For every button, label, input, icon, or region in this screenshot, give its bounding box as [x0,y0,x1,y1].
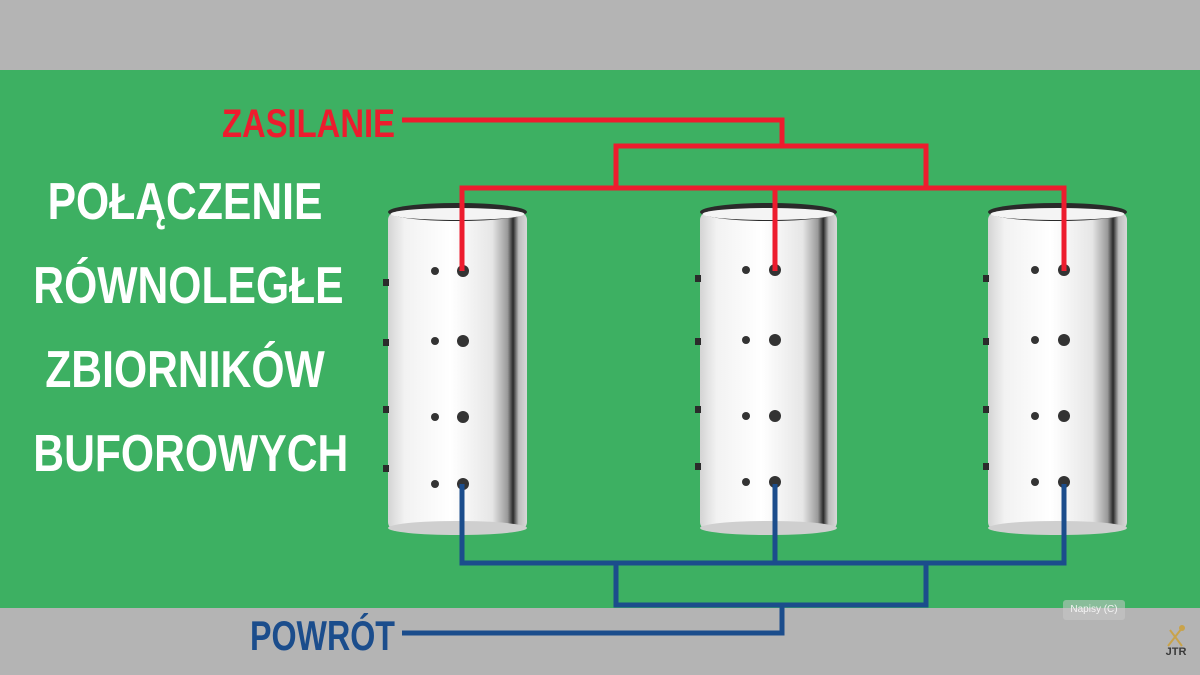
logo-text: JTR [1166,646,1187,658]
return-collection-loop [613,563,929,608]
supply-distribution-loop [613,143,929,188]
buffer-tank-3 [983,203,1127,535]
captions-button[interactable]: Napisy (C) [1063,600,1125,620]
supply-label: ZASILANIE [222,102,395,146]
title-line-1: POŁĄCZENIE [47,173,323,231]
title-line-2: RÓWNOLEGŁE [33,257,344,315]
channel-logo: JTR [1166,625,1187,658]
supply-piping [402,117,1067,271]
return-header-line [459,484,1067,566]
return-main-line [402,605,785,636]
title-line-3: ZBIORNIKÓW [45,341,325,399]
diagram-title: POŁĄCZENIE RÓWNOLEGŁE ZBIORNIKÓW BUFOROW… [33,160,349,496]
return-label: POWRÓT [250,611,395,659]
buffer-tank-2 [695,203,837,535]
logo-icon [1167,625,1185,647]
supply-header-line [459,185,1067,271]
return-piping [402,484,1067,636]
supply-main-line [402,117,785,146]
buffer-tank-1 [383,203,527,535]
title-line-4: BUFOROWYCH [33,425,349,483]
